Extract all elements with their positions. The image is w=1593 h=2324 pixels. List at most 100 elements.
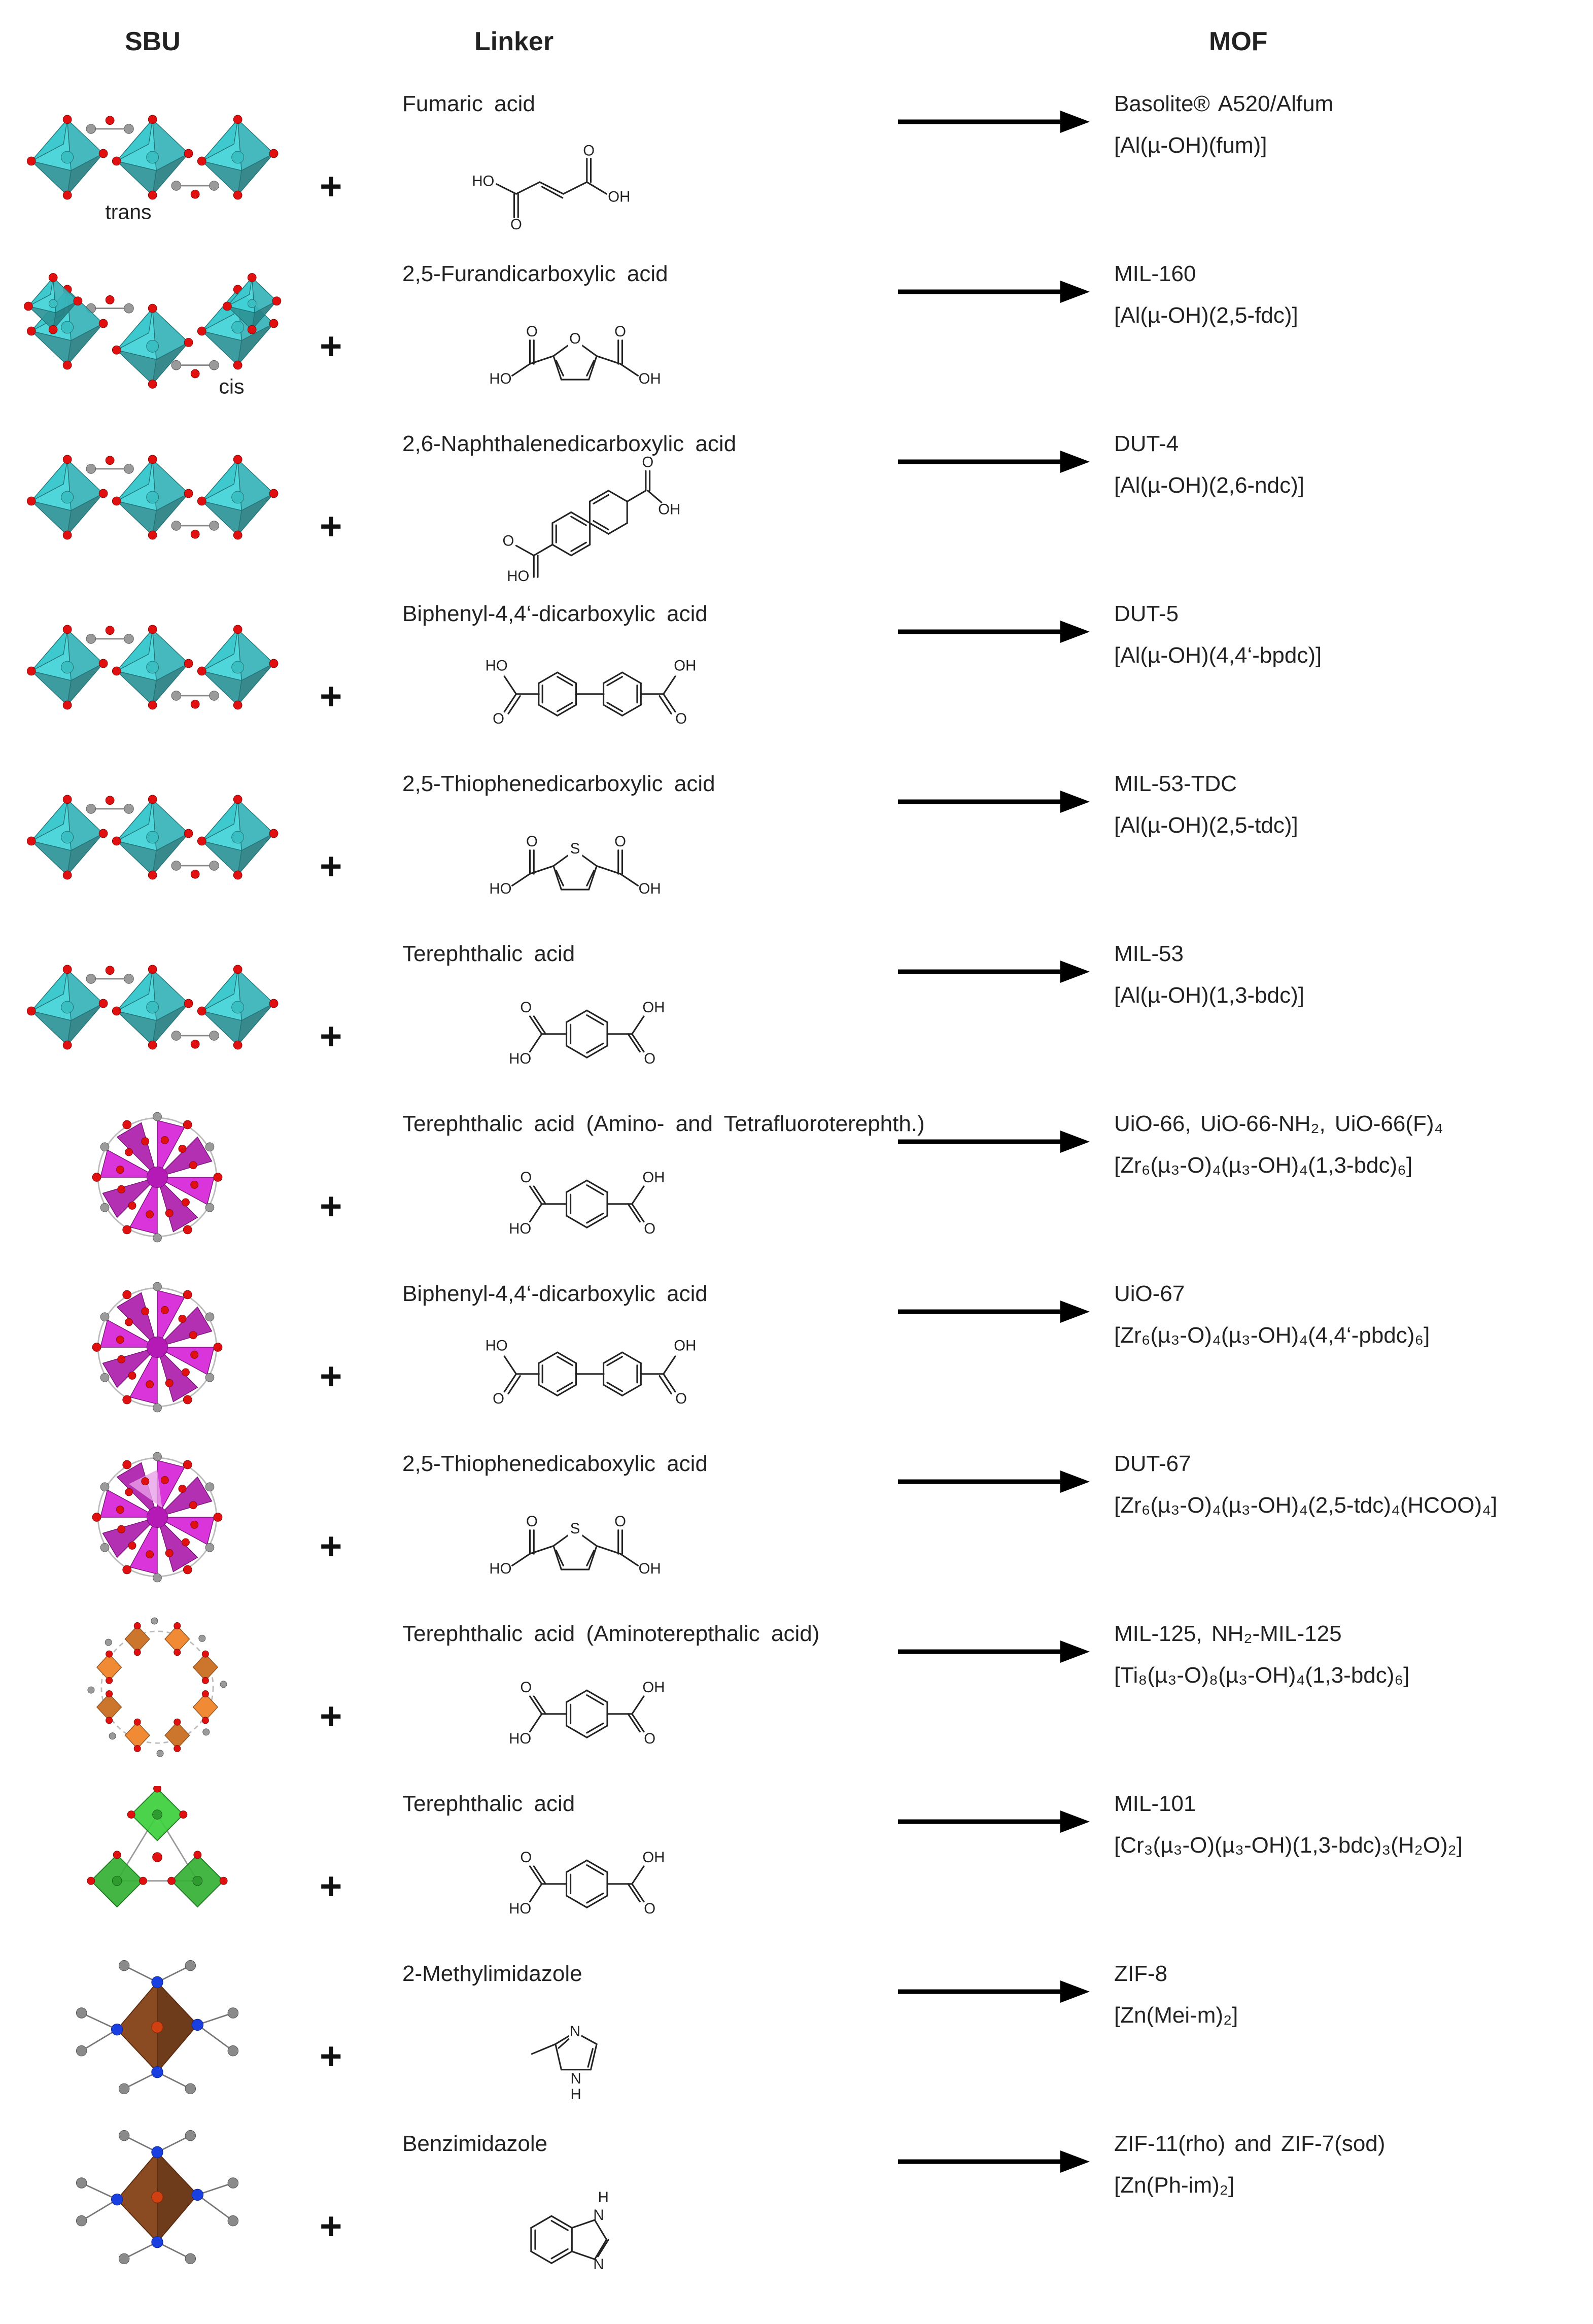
metal-atom (231, 831, 245, 844)
heteroatom-label: S (570, 1520, 580, 1537)
oxygen-atom (165, 1379, 174, 1387)
carbon-atom (153, 1573, 162, 1583)
hydroxyl-label: OH (674, 1337, 696, 1354)
hydroxyl-label: HO (489, 880, 511, 897)
oxygen-atom (148, 870, 157, 880)
nitrogen-atom (191, 2019, 204, 2031)
oxygen-atom (106, 1677, 113, 1684)
oxygen-atom (183, 1120, 192, 1130)
oxygen-atom (148, 625, 157, 634)
plus-sign: + (320, 1525, 342, 1568)
metal-atom (61, 151, 74, 164)
oxygen-atom (62, 115, 72, 124)
linker-name: 2-Methylimidazole (402, 1961, 582, 1986)
oxygen-atom (178, 1315, 187, 1323)
oxygen-atom (269, 149, 279, 158)
mof-formula: [Zn(Mei-m)₂] (1114, 2003, 1238, 2028)
metal-atom (146, 1001, 159, 1014)
oxygen-atom (112, 1006, 121, 1016)
mof-formula: [Cr₃(µ₃-O)(µ₃-OH)(1,3-bdc)₃(H₂O)₂] (1114, 1833, 1463, 1858)
heteroatom-label: O (569, 330, 581, 347)
oxygen-atom (92, 1173, 101, 1182)
metal-atom (146, 491, 159, 504)
nitrogen-atom (151, 2146, 163, 2158)
carbon-atom (209, 691, 219, 701)
linker-molecule: NNH (531, 2023, 598, 2103)
carbon-atom (205, 1482, 215, 1492)
oxygen-atom (106, 1690, 113, 1698)
oxygen-atom (98, 999, 108, 1008)
linker-molecule: HNN (530, 2189, 609, 2273)
oxygen-atom (184, 829, 193, 838)
oxygen-label: O (520, 1169, 532, 1186)
metal-atom (231, 661, 245, 674)
oxygen-atom (183, 1225, 192, 1235)
carbon-atom (209, 181, 219, 191)
oxygen-atom (98, 659, 108, 668)
mof-name: MIL-53-TDC (1114, 771, 1237, 796)
carbon-atom (76, 2177, 87, 2189)
plus-sign: + (320, 2035, 342, 2078)
hydroxyl-label: HO (486, 1337, 508, 1354)
carbon-atom (227, 2045, 239, 2057)
oxygen-atom (105, 116, 115, 125)
carbon-atom (86, 804, 96, 814)
carbon-atom (109, 1732, 116, 1740)
oxygen-atom (125, 1488, 133, 1496)
carbon-atom (209, 1031, 219, 1041)
oxygen-atom (233, 870, 243, 880)
mof-name: DUT-67 (1114, 1451, 1191, 1476)
hydroxyl-label: OH (642, 1849, 665, 1866)
mof-column-header: MOF (1209, 27, 1268, 56)
oxygen-atom (87, 1876, 95, 1885)
oxygen-label: O (520, 999, 532, 1016)
metal-atom (61, 1001, 74, 1014)
carbon-atom (185, 2083, 196, 2095)
carbon-atom (87, 1686, 95, 1694)
oxygen-atom (148, 115, 157, 124)
oxygen-atom (189, 1161, 197, 1170)
oxygen-atom (62, 625, 72, 634)
metal-atom (146, 831, 159, 844)
nitrogen-atom (151, 2066, 163, 2078)
oxygen-atom (106, 1650, 113, 1658)
hydroxyl-label: OH (639, 880, 661, 897)
oxygen-atom (112, 496, 121, 506)
carbon-atom (100, 1203, 110, 1212)
hydroxyl-label: HO (509, 1050, 531, 1067)
mof-name: ZIF-11(rho) and ZIF-7(sod) (1114, 2131, 1386, 2156)
oxygen-atom (112, 836, 121, 846)
oxygen-atom (92, 1513, 101, 1522)
mof-formula: [Zr₆(µ₃-O)₄(µ₃-OH)₄(1,3-bdc)₆] (1114, 1153, 1413, 1178)
oxygen-atom (116, 1336, 124, 1344)
oxygen-atom (184, 338, 193, 347)
oxygen-atom (26, 1006, 36, 1016)
linker-name: Terephthalic acid (402, 1791, 575, 1816)
metal-atom (192, 1875, 203, 1886)
carbon-atom (76, 2045, 87, 2057)
oxygen-atom (133, 1622, 141, 1630)
plus-sign: + (320, 505, 342, 548)
metal-atom (147, 1167, 168, 1188)
hydroxyl-label: HO (486, 657, 508, 674)
oxygen-atom (183, 1460, 192, 1469)
mof-name: MIL-101 (1114, 1791, 1196, 1816)
nitrogen-atom (151, 1976, 163, 1988)
sbu-structure (87, 1786, 228, 1908)
oxygen-label: O (644, 1730, 655, 1747)
oxygen-atom (62, 795, 72, 804)
nitrogen-atom (191, 2189, 204, 2201)
metal-atom (147, 1507, 168, 1528)
mof-name: MIL-53 (1114, 941, 1184, 966)
mof-name: MIL-125, NH₂-MIL-125 (1114, 1621, 1342, 1646)
oxygen-atom (62, 455, 72, 464)
hydroxyl-label: HO (507, 568, 529, 585)
heteroatom-label: S (570, 840, 580, 857)
oxygen-atom (133, 1649, 141, 1656)
